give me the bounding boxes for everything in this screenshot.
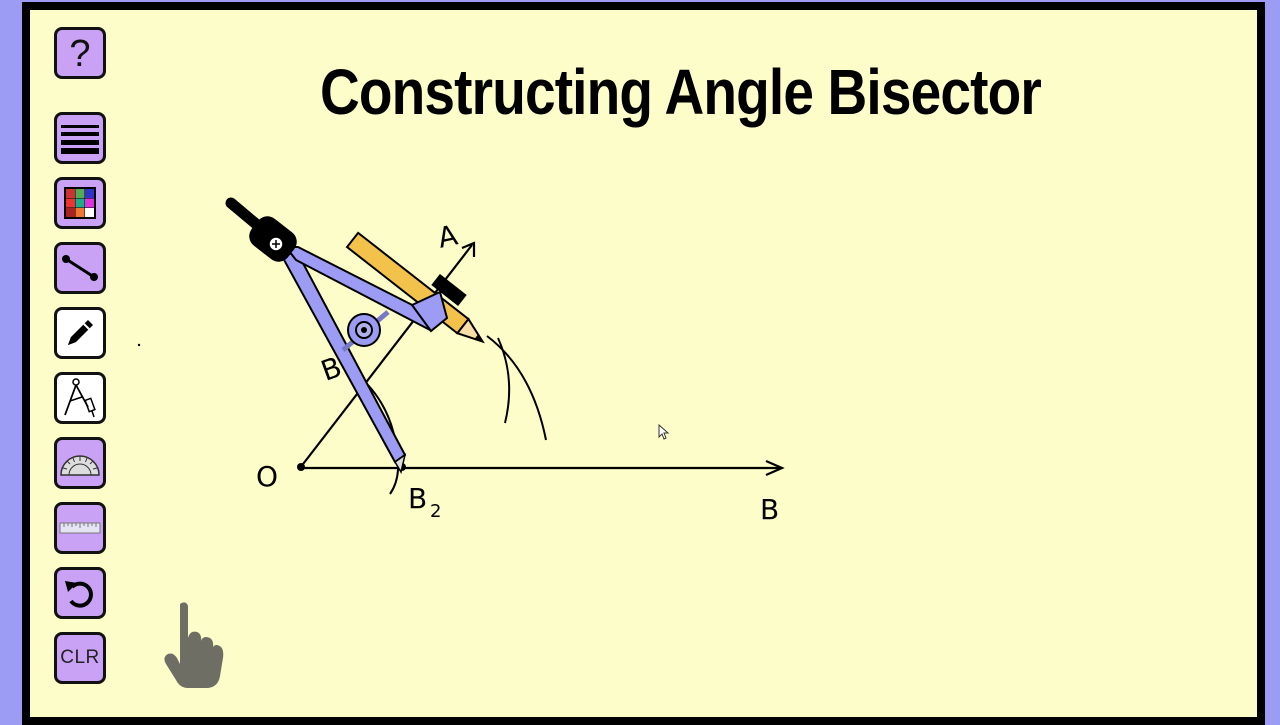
mouse-cursor-icon: [658, 424, 670, 440]
pencil-icon: [68, 320, 93, 345]
help-button[interactable]: ?: [54, 27, 106, 79]
label-b2: B: [408, 482, 427, 515]
label-o: O: [256, 460, 278, 493]
ruler-button[interactable]: [54, 502, 106, 554]
pencil-clamp: [431, 274, 467, 306]
undo-icon: [65, 581, 93, 608]
line-width-icon: [61, 125, 99, 154]
color-palette-icon: [64, 187, 96, 219]
arc-interior-2: [486, 335, 547, 441]
pencil-button[interactable]: [54, 307, 106, 359]
compass-button[interactable]: [54, 372, 106, 424]
stray-dot: [137, 343, 141, 347]
label-a: A: [435, 218, 461, 254]
page-title: Constructing Angle Bisector: [320, 56, 1042, 128]
clear-icon: CLR: [60, 647, 100, 668]
label-b: B: [760, 493, 779, 526]
line-width-button[interactable]: [54, 112, 106, 164]
label-b2-subscript: 2: [430, 501, 441, 522]
point-o: [297, 463, 305, 471]
svg-text:?: ?: [69, 33, 90, 73]
line-tool-button[interactable]: [54, 242, 106, 294]
undo-button[interactable]: [54, 567, 106, 619]
ray-oa-arrowhead: [461, 241, 476, 257]
ray-ob-arrowhead: [765, 459, 785, 477]
ruler-icon: [59, 522, 101, 534]
arc-interior-1: [497, 337, 511, 424]
drawing-board[interactable]: [22, 2, 1265, 725]
compass-icon: [64, 378, 96, 418]
color-palette-button[interactable]: [54, 177, 106, 229]
clear-button[interactable]: CLR: [54, 632, 106, 684]
compass-tool: [225, 197, 485, 474]
compass-needle-tip: [393, 453, 407, 474]
pointing-hand-icon: [164, 602, 224, 688]
line-segment-icon: [62, 255, 98, 281]
arc-small: [367, 384, 400, 495]
question-icon: ?: [69, 33, 90, 73]
protractor-icon: [60, 455, 100, 476]
protractor-button[interactable]: [54, 437, 106, 489]
compass-pencil-holder: [410, 290, 449, 333]
